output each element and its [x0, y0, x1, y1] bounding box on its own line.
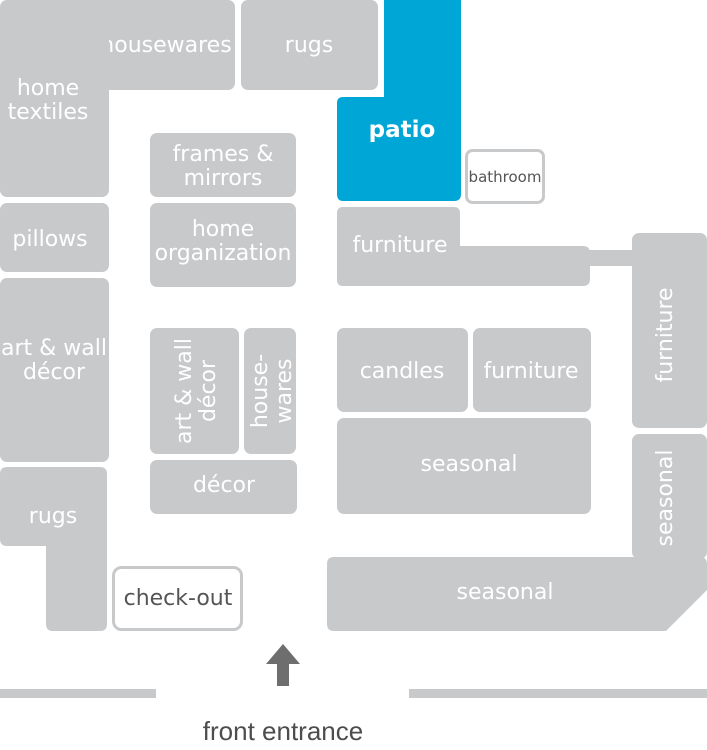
dept-patio[interactable]: patio [337, 0, 461, 201]
svg-text:home: home [192, 217, 254, 242]
svg-text:check-out: check-out [124, 586, 233, 611]
dept-furniture-center[interactable]: furniture [473, 328, 591, 412]
svg-text:organization: organization [155, 241, 292, 266]
svg-text:furniture: furniture [483, 359, 578, 384]
svg-text:house-: house- [248, 354, 273, 428]
svg-text:décor: décor [196, 359, 221, 422]
front-entrance-label: front entrance [203, 716, 363, 746]
svg-text:rugs: rugs [285, 33, 333, 58]
dept-rugs-top[interactable]: rugs [241, 0, 378, 90]
svg-text:furniture: furniture [352, 233, 447, 258]
dept-checkout[interactable]: check-out [112, 566, 243, 631]
dept-pillows[interactable]: pillows [0, 203, 109, 272]
dept-housewares-top[interactable]: housewares [97, 0, 235, 90]
svg-text:seasonal: seasonal [653, 450, 678, 547]
front-wall-right [409, 689, 707, 698]
dept-seasonal-right[interactable]: seasonal [632, 434, 707, 559]
svg-text:art & wall: art & wall [172, 338, 197, 444]
svg-text:housewares: housewares [100, 33, 231, 58]
dept-furniture-upper[interactable]: furniture [337, 207, 636, 286]
svg-text:seasonal: seasonal [457, 580, 554, 605]
front-wall-left [0, 689, 156, 698]
svg-text:wares: wares [272, 358, 297, 423]
svg-text:mirrors: mirrors [184, 166, 263, 191]
svg-text:décor: décor [193, 473, 256, 498]
svg-text:textiles: textiles [8, 100, 89, 125]
dept-frames-mirrors[interactable]: frames & mirrors [150, 133, 296, 197]
svg-text:art & wall: art & wall [1, 336, 107, 361]
svg-text:home: home [17, 76, 79, 101]
svg-text:rugs: rugs [29, 504, 77, 529]
svg-text:décor: décor [23, 360, 86, 385]
dept-home-textiles[interactable]: home textiles [0, 0, 109, 197]
svg-text:frames &: frames & [173, 142, 274, 167]
dept-seasonal-center[interactable]: seasonal [337, 418, 591, 514]
dept-seasonal-bottom[interactable]: seasonal [327, 557, 707, 631]
dept-home-organization[interactable]: home organization [150, 203, 296, 287]
svg-text:furniture: furniture [653, 287, 678, 382]
entrance-arrow-icon [266, 644, 300, 686]
dept-art-wall-decor-vertical[interactable]: art & wall décor [150, 328, 239, 454]
dept-bathroom[interactable]: bathroom [465, 149, 545, 204]
dept-art-wall-decor-left[interactable]: art & wall décor [0, 278, 109, 462]
svg-text:seasonal: seasonal [421, 452, 518, 477]
svg-text:patio: patio [369, 117, 436, 143]
dept-decor[interactable]: décor [150, 460, 297, 514]
dept-furniture-right[interactable]: furniture [632, 233, 707, 428]
dept-candles[interactable]: candles [337, 328, 468, 412]
dept-rugs-bottom[interactable]: rugs [0, 467, 107, 631]
dept-housewares-vertical[interactable]: house- wares [244, 328, 297, 454]
svg-text:bathroom: bathroom [469, 168, 542, 186]
svg-text:pillows: pillows [12, 227, 87, 252]
svg-text:candles: candles [360, 359, 445, 384]
